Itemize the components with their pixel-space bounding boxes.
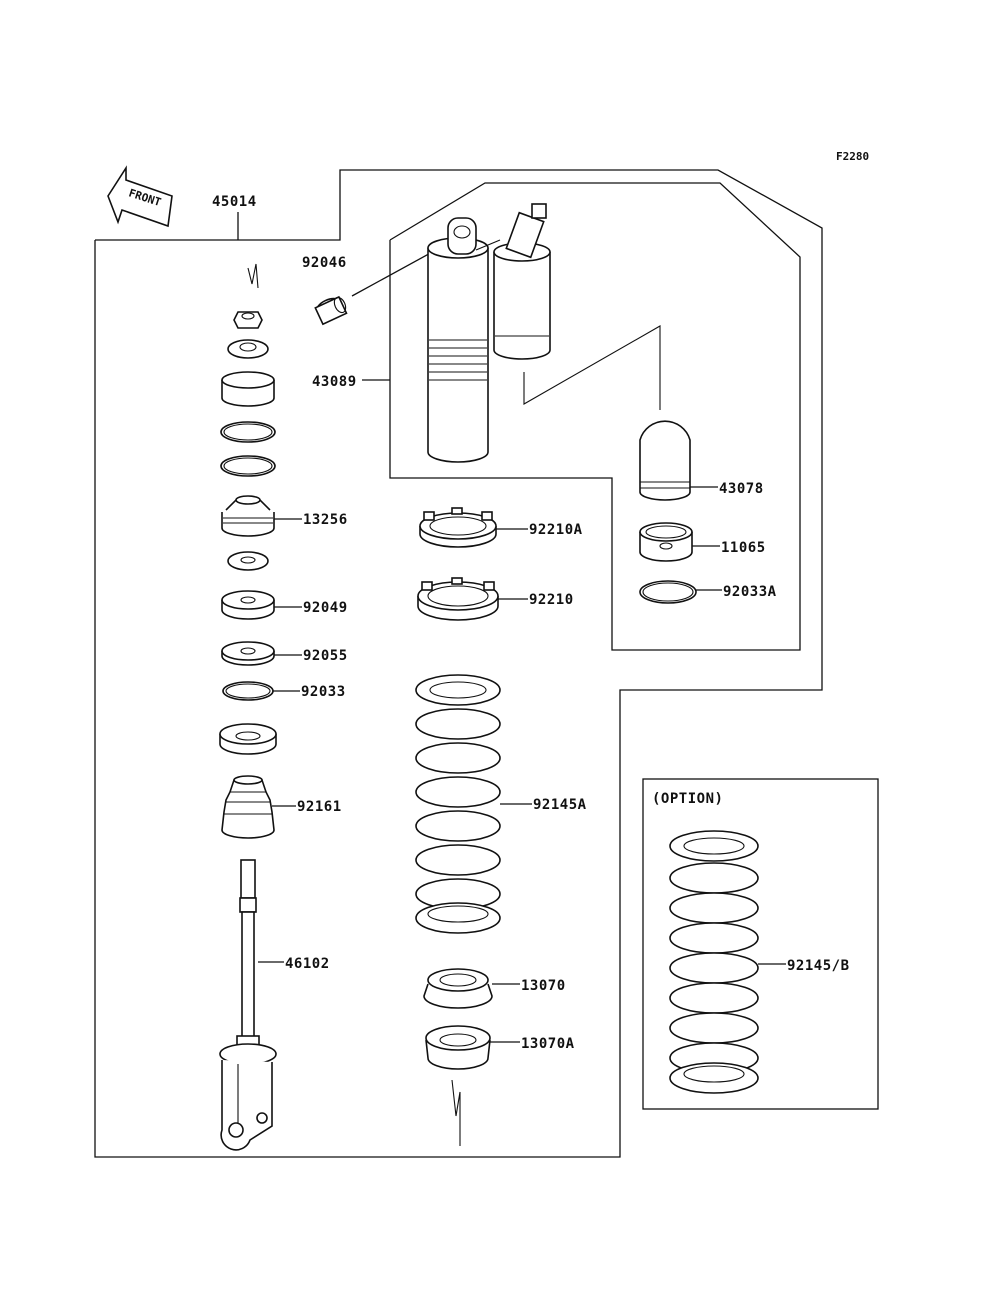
bump-rubber-part: [221, 775, 275, 839]
label-13070: 13070: [521, 978, 566, 994]
seal-head-part: [221, 495, 275, 537]
label-92210: 92210: [529, 592, 574, 608]
needle-bearing-part: [314, 295, 348, 326]
label-92055: 92055: [303, 648, 348, 664]
label-92161: 92161: [297, 799, 342, 815]
shock-body-part: [427, 203, 551, 463]
adjuster-nut-part: [417, 577, 499, 621]
label-43078: 43078: [719, 481, 764, 497]
reservoir-cap-part: [639, 522, 693, 562]
figure-code: F2280: [836, 150, 869, 163]
washer-part: [227, 339, 269, 359]
option-label: (OPTION): [652, 791, 723, 807]
label-92033A: 92033A: [723, 584, 777, 600]
label-13256: 13256: [303, 512, 348, 528]
label-92145A: 92145A: [533, 797, 587, 813]
label-43089: 43089: [312, 374, 357, 390]
label-92033: 92033: [301, 684, 346, 700]
label-92046: 92046: [302, 255, 347, 271]
shim-washer-part: [221, 641, 275, 666]
assembly-frame-45014: [94, 169, 823, 1158]
o-ring-part: [220, 421, 276, 443]
spring-a-part: [415, 674, 501, 934]
o-ring-part: [220, 455, 276, 477]
lock-nut-a-part: [419, 507, 497, 548]
front-arrow-icon: FRONT: [107, 165, 173, 228]
nut-part: [233, 311, 263, 329]
spring-seat-part: [423, 968, 493, 1009]
assembly-frame-43089: [389, 182, 801, 651]
thick-washer-part: [221, 590, 275, 620]
bump-cap-part: [219, 723, 277, 755]
bladder-part: [639, 420, 691, 501]
option-frame: [642, 778, 879, 1110]
label-13070A: 13070A: [521, 1036, 575, 1052]
circlip-a-part: [639, 580, 697, 604]
circlip-part: [222, 681, 274, 701]
piston-rod-part: [219, 859, 277, 1151]
label-92145B: 92145/B: [787, 958, 850, 974]
label-92049: 92049: [303, 600, 348, 616]
label-45014: 45014: [212, 194, 257, 210]
label-11065: 11065: [721, 540, 766, 556]
spring-seat-a-part: [425, 1025, 491, 1070]
label-92210A: 92210A: [529, 522, 583, 538]
label-46102: 46102: [285, 956, 330, 972]
collar-part: [221, 371, 275, 407]
spring-b-part: [669, 830, 759, 1094]
